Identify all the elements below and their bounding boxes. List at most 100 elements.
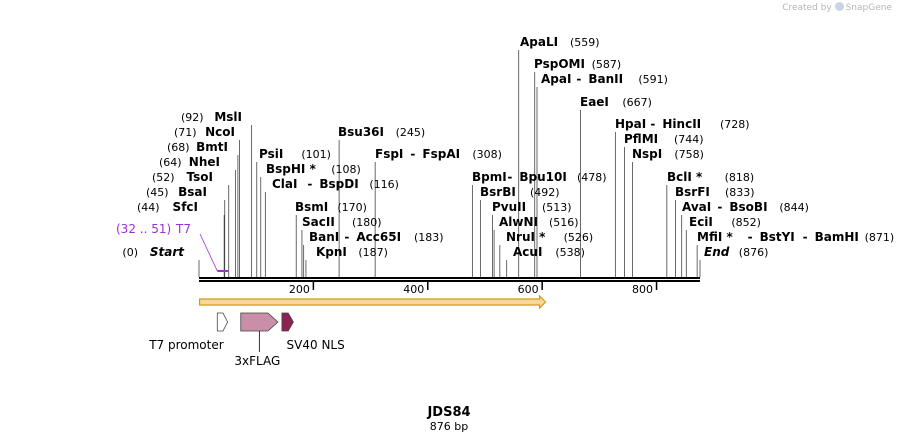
site-name: BsrFI [675, 185, 710, 199]
site-name: SfcI [173, 200, 198, 214]
site-separator: - [344, 230, 349, 244]
site-name: PflMI [624, 132, 658, 146]
site-name: NcoI [205, 125, 235, 139]
snapgene-brand: SnapGene [845, 3, 892, 13]
site-position: (245) [396, 126, 426, 139]
axis-tick-label: 600 [518, 283, 539, 296]
site-position: (744) [674, 133, 704, 146]
site-position: (64) [159, 156, 182, 169]
primer-t7-label: T7 [175, 222, 191, 236]
created-by-text: Created by [782, 3, 832, 13]
site-name: BamHI [815, 230, 859, 244]
site-position: (45) [146, 186, 169, 199]
site-name: EciI [689, 215, 713, 229]
site-name: NspI [632, 147, 662, 161]
site-separator: - [650, 117, 655, 131]
site-name: HpaI [615, 117, 646, 131]
site-name: BspDI [319, 177, 358, 191]
site-position: (758) [674, 148, 704, 161]
site-name: HincII [662, 117, 701, 131]
site-separator: - [410, 147, 415, 161]
site-position: (852) [731, 216, 761, 229]
t7-promoter-label: T7 promoter [148, 338, 224, 352]
site-separator: - [717, 200, 722, 214]
site-name: Bpu10I [519, 170, 566, 184]
site-name: AcuI [513, 245, 542, 259]
sv40-nls-label: SV40 NLS [287, 338, 345, 352]
site-position: (52) [152, 171, 175, 184]
site-position: (308) [472, 148, 502, 161]
site-name: BpmI [472, 170, 507, 184]
site-name: TsoI [187, 170, 213, 184]
site-name: End [704, 245, 730, 259]
site-name: ClaI [272, 177, 297, 191]
site-position: (513) [542, 201, 572, 214]
3xflag-label: 3xFLAG [234, 354, 280, 368]
site-position: (728) [720, 118, 750, 131]
site-position: (587) [592, 58, 622, 71]
sv40-nls-arrow [281, 312, 294, 332]
site-position: (478) [577, 171, 607, 184]
site-name: BclI * [667, 170, 703, 184]
site-name: PvuII [492, 200, 526, 214]
site-position: (591) [638, 73, 668, 86]
site-name: BsrBI [480, 185, 516, 199]
site-name: BanI [309, 230, 339, 244]
site-position: (876) [739, 246, 769, 259]
axis-tick-label: 200 [289, 283, 310, 296]
site-separator: - [803, 230, 808, 244]
site-name: ApaLI [520, 35, 558, 49]
site-position: (180) [352, 216, 382, 229]
site-name: MfiI * [697, 230, 733, 244]
site-separator: - [748, 230, 753, 244]
orf-arrow [198, 294, 547, 310]
site-labels: Start(0)SfcI(44)BsaI(45)TsoI(52)NheI(64)… [122, 35, 894, 259]
site-position: (667) [622, 96, 652, 109]
site-position: (92) [181, 111, 204, 124]
site-name: BanII [588, 72, 623, 86]
site-name: FspAI [422, 147, 460, 161]
site-position: (71) [174, 126, 197, 139]
site-name: Acc65I [356, 230, 401, 244]
site-separator: - [307, 177, 312, 191]
site-name: PspOMI [534, 57, 585, 71]
site-position: (44) [137, 201, 160, 214]
site-position: (559) [570, 36, 600, 49]
site-name: BmtI [196, 140, 228, 154]
site-name: ApaI [541, 72, 571, 86]
site-position: (833) [725, 186, 755, 199]
map-title-group: JDS84 876 bp [426, 405, 470, 433]
site-position: (187) [358, 246, 388, 259]
site-position: (871) [865, 231, 895, 244]
site-name: AlwNI [499, 215, 538, 229]
primer-t7-range: (32 .. 51) [116, 222, 171, 236]
site-position: (516) [549, 216, 579, 229]
site-separator: - [507, 170, 512, 184]
site-name: Start [150, 245, 185, 259]
feature-track: T7 promoter 3xFLAG SV40 NLS (32 .. 51) T7 [116, 222, 547, 368]
primer-t7-leader [199, 233, 218, 272]
site-name: FspI [375, 147, 403, 161]
site-position: (818) [725, 171, 755, 184]
site-name: MslI [214, 110, 242, 124]
site-position: (68) [167, 141, 190, 154]
site-position: (108) [331, 163, 361, 176]
site-name: KpnI [316, 245, 347, 259]
site-position: (526) [564, 231, 594, 244]
site-name: PsiI [259, 147, 283, 161]
site-name: AvaI [682, 200, 711, 214]
t7-promoter-arrow [216, 312, 229, 332]
site-position: (101) [301, 148, 331, 161]
site-position: (844) [779, 201, 809, 214]
site-position: (0) [122, 246, 138, 259]
site-name: BsaI [178, 185, 207, 199]
site-position: (538) [555, 246, 585, 259]
site-name: BstYI [760, 230, 795, 244]
snapgene-logo-icon [834, 2, 844, 11]
3xflag-arrow [240, 312, 279, 332]
site-name: BspHI * [266, 162, 317, 176]
site-leaders [198, 50, 701, 277]
axis-tick-label: 400 [403, 283, 424, 296]
